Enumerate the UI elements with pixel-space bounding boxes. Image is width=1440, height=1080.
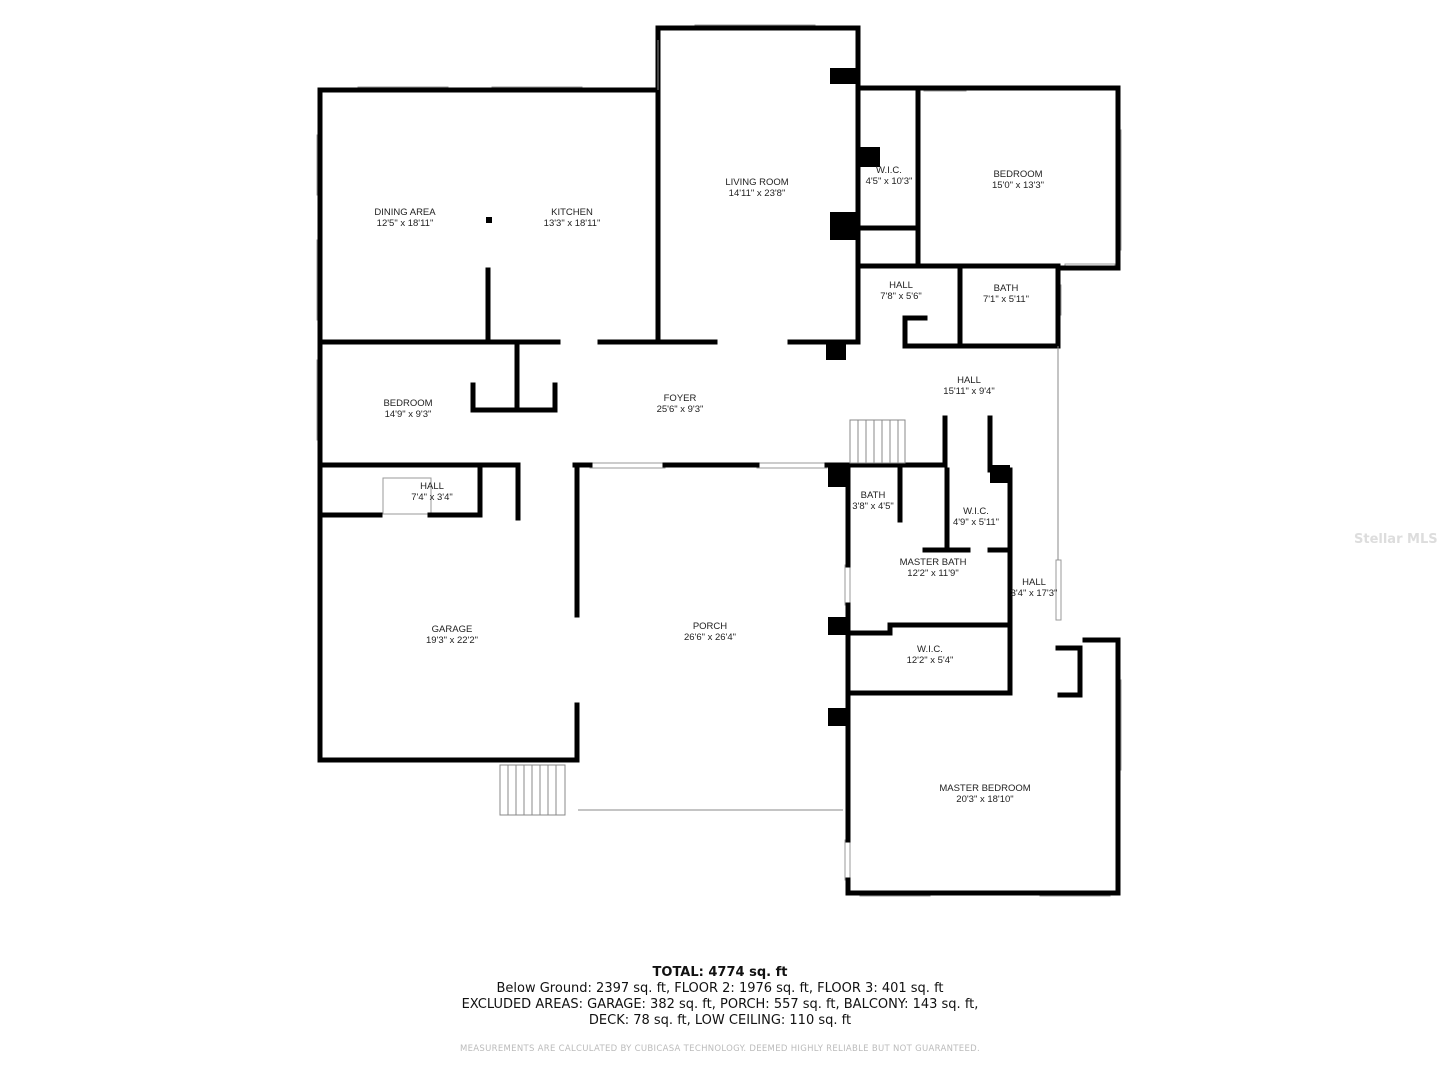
room-name: BEDROOM [993,169,1043,180]
room-wic-2: W.I.C.4'9" x 5'11" [953,506,999,528]
room-dims: 4'9" x 5'11" [952,517,1000,528]
room-dims: 12'2" x 11'9" [907,568,959,579]
room-name: HALL [957,375,981,386]
summary-excluded-2: DECK: 78 sq. ft, LOW CEILING: 110 sq. ft [588,1013,852,1028]
room-name: HALL [889,280,913,291]
room-dims: 26'6" x 26'4" [683,632,737,643]
room-dims: 7'8" x 5'6" [880,291,922,302]
room-dims: 7'4" x 3'4" [411,492,453,503]
room-name: DINING AREA [374,207,436,218]
room-dims: 3'8" x 4'5" [852,501,894,512]
room-name: W.I.C. [876,165,902,176]
summary-total: TOTAL: 4774 sq. ft [652,965,788,980]
room-dims: 13'3" x 18'11" [543,218,601,229]
windows [316,24,1122,897]
room-dims: 4'5" x 10'3" [865,176,913,187]
room-dims: 15'0" x 13'3" [991,180,1045,191]
disclaimer: MEASUREMENTS ARE CALCULATED BY CUBICASA … [460,1044,980,1054]
stairs [499,419,906,816]
room-name: KITCHEN [551,207,593,218]
room-name: W.I.C. [963,506,989,517]
room-name: GARAGE [431,624,473,635]
walls [317,25,1121,896]
room-name: BATH [860,490,886,501]
room-wic-1: W.I.C.4'5" x 10'3" [866,165,913,187]
columns [486,68,1010,726]
room-dims: 12'2" x 5'4" [906,655,954,666]
room-name: LIVING ROOM [725,177,789,188]
watermark: Stellar MLS [1354,532,1438,547]
room-dims: 20'3" x 18'10" [956,794,1014,805]
room-dims: 25'6" x 9'3" [656,404,704,415]
summary-floors: Below Ground: 2397 sq. ft, FLOOR 2: 1976… [496,981,944,996]
room-dims: 12'5" x 18'11" [376,218,434,229]
room-name: PORCH [692,621,728,632]
room-name: BATH [993,283,1019,294]
summary-excluded-1: EXCLUDED AREAS: GARAGE: 382 sq. ft, PORC… [461,997,979,1012]
room-name: HALL [1022,577,1046,588]
room-name: W.I.C. [917,644,943,655]
room-name: FOYER [663,393,697,404]
room-dims: 15'11" x 9'4" [943,386,995,397]
room-dims: 7'1" x 5'11" [982,294,1030,305]
room-name: MASTER BEDROOM [939,783,1031,794]
room-dims: 14'11" x 23'8" [728,188,786,199]
room-dims: 19'3" x 22'2" [425,635,479,646]
room-name: BEDROOM [383,398,433,409]
room-name: HALL [420,481,444,492]
room-dims: 14'9" x 9'3" [384,409,432,420]
room-name: MASTER BATH [899,557,967,568]
room-wic-3: W.I.C.12'2" x 5'4" [907,644,954,666]
room-dims: 3'4" x 17'3" [1010,588,1058,599]
